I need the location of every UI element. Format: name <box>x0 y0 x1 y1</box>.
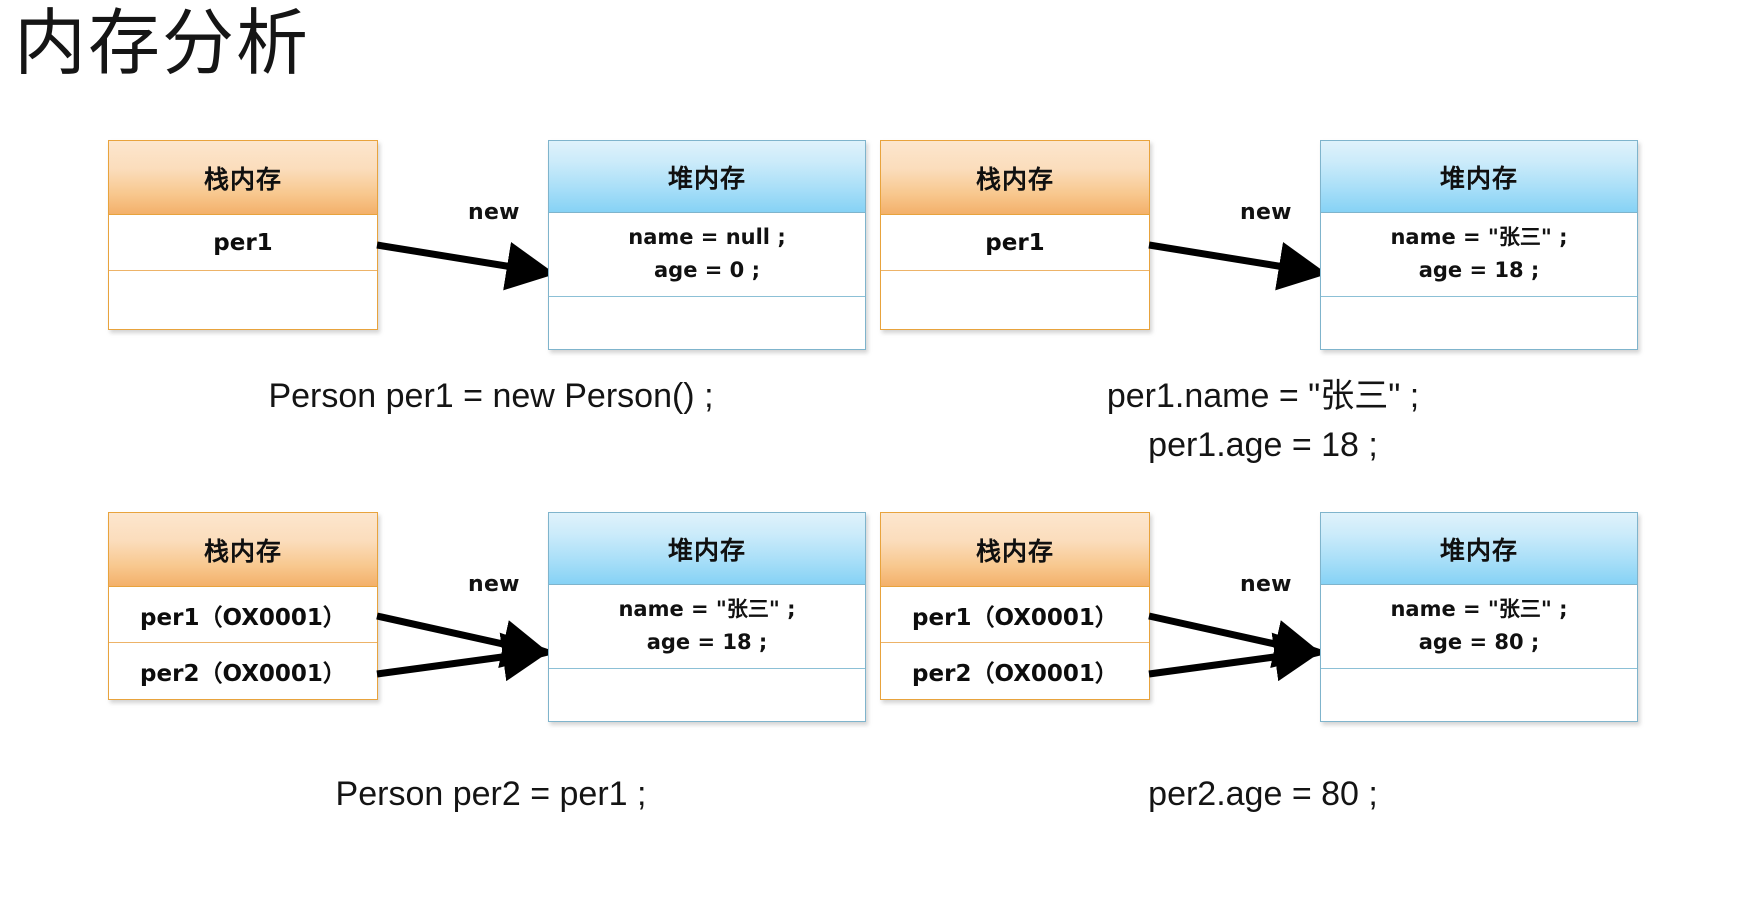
panel-3-arrow-group <box>376 612 552 682</box>
panel-1-heap-empty-row <box>549 297 865 350</box>
panel-4-stack-box: 栈内存 per1（OX0001） per2（OX0001） <box>880 512 1150 700</box>
panel-4-heap-empty-row <box>1321 669 1637 722</box>
arrow-line-upper <box>1148 612 1324 669</box>
caption-line: Person per2 = per1 ; <box>335 775 647 813</box>
panel-4-new-label: new <box>1240 572 1292 597</box>
panel-1: 栈内存 per1 new 堆内存 <box>96 128 886 488</box>
panel-2-heap-box: 堆内存 name = "张三" ; age = 18 ; <box>1320 140 1638 351</box>
panel-3-caption: Person per2 = per1 ; <box>96 770 886 819</box>
heap-header-label: 堆内存 <box>667 163 746 193</box>
panel-1-stack-row-1 <box>109 271 377 329</box>
panel-3-stack-row-0: per1（OX0001） <box>109 587 377 643</box>
arrow-line <box>376 241 556 291</box>
panel-1-heap-box: 堆内存 name = null ; age = 0 ; <box>548 140 866 351</box>
panel-1-new-label: new <box>468 200 520 225</box>
panel-2-stack-row-0: per1 <box>881 215 1149 271</box>
stack-cell-value: per1 <box>985 229 1045 256</box>
panel-1-stack-row-0: per1 <box>109 215 377 271</box>
panel-4-diagram: 栈内存 per1（OX0001） per2（OX0001） new <box>868 500 1658 732</box>
panel-4-stack-header: 栈内存 <box>881 513 1149 587</box>
panel-2-stack-row-1 <box>881 271 1149 329</box>
stack-cell-value: per1（OX0001） <box>912 604 1118 631</box>
panel-4: 栈内存 per1（OX0001） per2（OX0001） new <box>868 500 1658 890</box>
caption-line: per2.age = 80 ; <box>1148 775 1378 813</box>
stack-cell-value: per2（OX0001） <box>140 661 346 687</box>
panel-3-heap-body: name = "张三" ; age = 18 ; <box>549 585 865 670</box>
panel-1-stack-header: 栈内存 <box>109 141 377 215</box>
heap-header-label: 堆内存 <box>1439 535 1518 565</box>
heap-header-label: 堆内存 <box>1439 163 1518 193</box>
panel-3-heap-header: 堆内存 <box>549 513 865 585</box>
stack-cell-value: per2（OX0001） <box>912 661 1118 687</box>
panel-1-heap-header: 堆内存 <box>549 141 865 213</box>
panel-2-new-label: new <box>1240 200 1292 225</box>
panel-4-stack-row-0: per1（OX0001） <box>881 587 1149 643</box>
panel-4-heap-body: name = "张三" ; age = 80 ; <box>1321 585 1637 670</box>
arrow-line <box>1148 241 1328 291</box>
panel-2-heap-header: 堆内存 <box>1321 141 1637 213</box>
panel-1-heap-body: name = null ; age = 0 ; <box>549 213 865 298</box>
panel-2-stack-box: 栈内存 per1 <box>880 140 1150 330</box>
arrow-line-lower <box>1148 632 1324 682</box>
heap-header-label: 堆内存 <box>667 535 746 565</box>
panel-1-caption: Person per1 = new Person() ; <box>96 372 886 421</box>
caption-line: per1.age = 18 ; <box>1148 426 1378 465</box>
panel-4-arrow-group <box>1148 612 1324 682</box>
panel-3-diagram: 栈内存 per1（OX0001） per2（OX0001） new <box>96 500 886 732</box>
panel-3-heap-empty-row <box>549 669 865 722</box>
heap-field-line: age = 18 ; <box>1418 257 1540 282</box>
panel-2-diagram: 栈内存 per1 new 堆内存 <box>868 128 1658 360</box>
panel-3-stack-row-1: per2（OX0001） <box>109 643 377 699</box>
panel-4-heap-box: 堆内存 name = "张三" ; age = 80 ; <box>1320 512 1638 723</box>
panel-3-stack-header: 栈内存 <box>109 513 377 587</box>
panel-4-heap-header: 堆内存 <box>1321 513 1637 585</box>
caption-line: Person per1 = new Person() ; <box>268 377 714 415</box>
caption-line: per1.name = "张三" ; <box>1106 377 1420 415</box>
panel-1-diagram: 栈内存 per1 new 堆内存 <box>96 128 886 360</box>
heap-field-line: age = 80 ; <box>1418 629 1540 654</box>
stack-cell-value: per1 <box>213 229 273 256</box>
panel-1-stack-box: 栈内存 per1 <box>108 140 378 330</box>
panel-3-heap-box: 堆内存 name = "张三" ; age = 18 ; <box>548 512 866 723</box>
stack-cell-value: per1（OX0001） <box>140 604 346 631</box>
arrow-line-lower <box>376 632 552 682</box>
heap-field-line: name = null ; <box>628 225 786 249</box>
diagram-panels: 栈内存 per1 new 堆内存 <box>0 128 1741 900</box>
stack-header-label: 栈内存 <box>203 536 282 566</box>
panel-2-caption: per1.name = "张三" ; per1.age = 18 ; <box>868 372 1658 471</box>
heap-field-line: age = 0 ; <box>654 257 760 282</box>
stack-header-label: 栈内存 <box>975 536 1054 566</box>
panel-3-stack-box: 栈内存 per1（OX0001） per2（OX0001） <box>108 512 378 700</box>
panel-4-stack-row-1: per2（OX0001） <box>881 643 1149 699</box>
stack-header-label: 栈内存 <box>203 164 282 194</box>
panel-2-heap-empty-row <box>1321 297 1637 350</box>
panel-4-caption: per2.age = 80 ; <box>868 770 1658 819</box>
panel-2: 栈内存 per1 new 堆内存 <box>868 128 1658 488</box>
arrow-line-upper <box>376 612 552 669</box>
panel-2-heap-body: name = "张三" ; age = 18 ; <box>1321 213 1637 298</box>
stack-header-label: 栈内存 <box>975 164 1054 194</box>
panel-3-new-label: new <box>468 572 520 597</box>
heap-field-line: age = 18 ; <box>646 629 768 654</box>
heap-field-line: name = "张三" ; <box>1390 225 1568 249</box>
panel-3: 栈内存 per1（OX0001） per2（OX0001） new <box>96 500 886 890</box>
page-title: 内存分析 <box>14 1 311 85</box>
panel-2-stack-header: 栈内存 <box>881 141 1149 215</box>
panel-2-arrow-group <box>1148 241 1328 291</box>
heap-field-line: name = "张三" ; <box>1390 597 1568 621</box>
heap-field-line: name = "张三" ; <box>618 597 796 621</box>
panel-1-arrow-group <box>376 241 556 291</box>
